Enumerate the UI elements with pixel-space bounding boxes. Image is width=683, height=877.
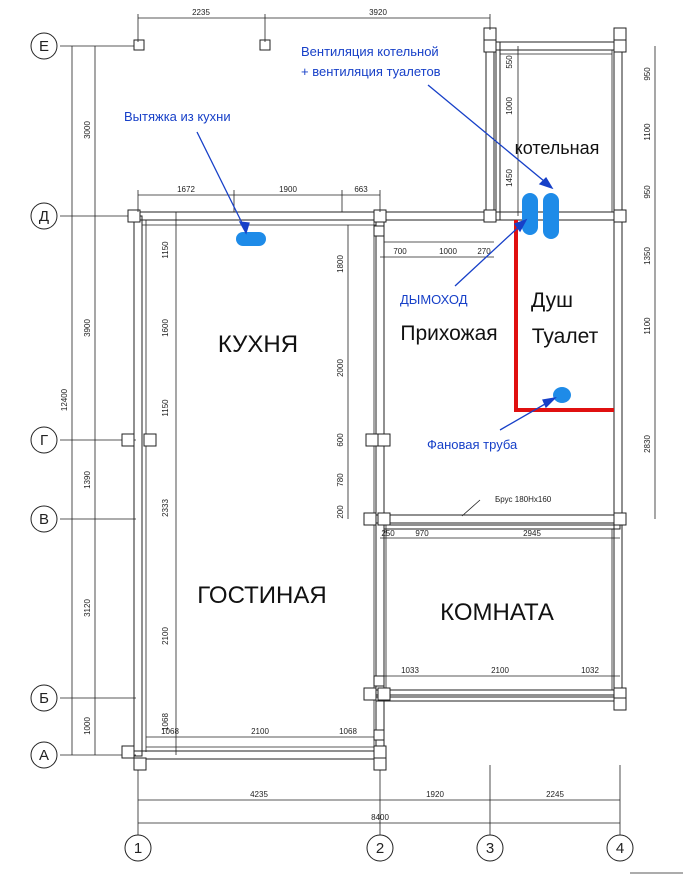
room-living: ГОСТИНАЯ [197, 582, 326, 609]
dim-text: 1068 [161, 727, 179, 736]
room-toilet: Туалет [532, 325, 599, 348]
dim-text: 1150 [161, 399, 170, 417]
dim-text: 1390 [83, 471, 92, 489]
dim-text: 1000 [439, 247, 457, 256]
vent-label-line2: + вентиляция туалетов [301, 64, 441, 79]
dim-text: 600 [336, 433, 345, 447]
axis-letter-v: В [30, 505, 58, 533]
dim-text: 1033 [401, 666, 419, 675]
chimney-label: ДЫМОХОД [400, 292, 468, 307]
dim-text: 2100 [251, 727, 269, 736]
dim-text: 950 [643, 67, 652, 81]
dim-text: 2100 [491, 666, 509, 675]
axis-number-3: 3 [476, 834, 504, 862]
dim-text: 1800 [336, 255, 345, 273]
axis-letter-b: Б [30, 684, 58, 712]
axis-label: 2 [376, 840, 384, 857]
drain-label: Фановая труба [427, 437, 518, 452]
axis-number-1: 1 [124, 834, 152, 862]
dim-text: 4235 [250, 790, 268, 799]
axis-label: 1 [134, 840, 142, 857]
annotation-arrows [196, 84, 557, 431]
dim-text: 1100 [643, 123, 652, 141]
room-bedroom: КОМНАТА [440, 599, 554, 626]
axis-label: А [39, 747, 49, 764]
dim-text: 2235 [192, 8, 210, 17]
dimension-lines [71, 14, 656, 824]
walls [121, 27, 627, 771]
room-hallway: Прихожая [400, 322, 497, 345]
axis-letter-a: А [30, 741, 58, 769]
axis-number-4: 4 [606, 834, 634, 862]
axis-letter-d: Д [30, 202, 58, 230]
vent-label-line1: Вентиляция котельной [301, 44, 439, 59]
dim-text: 1000 [83, 717, 92, 735]
dim-text: 3000 [83, 121, 92, 139]
dim-text: 970 [415, 529, 429, 538]
kitchen-hood-pipe [236, 232, 266, 246]
dim-text: 3120 [83, 599, 92, 617]
axis-number-2: 2 [366, 834, 394, 862]
dim-text: 1450 [505, 169, 514, 187]
room-shower: Душ [531, 289, 573, 312]
axis-label: 4 [616, 840, 624, 857]
dim-text: 550 [505, 55, 514, 69]
dim-text: 663 [354, 185, 368, 194]
chimney-pipe [522, 193, 538, 235]
axis-label: Г [40, 432, 48, 449]
dim-text: 950 [643, 185, 652, 199]
dim-text: 3920 [369, 8, 387, 17]
dim-text: 700 [393, 247, 407, 256]
axis-label: 3 [486, 840, 494, 857]
dim-text: 270 [477, 247, 491, 256]
room-kitchen: КУХНЯ [218, 331, 298, 358]
dim-text: 8400 [371, 813, 389, 822]
drain-pipe [553, 387, 571, 403]
dim-text: 3900 [83, 319, 92, 337]
axis-label: Е [39, 38, 49, 55]
dim-text: 1920 [426, 790, 444, 799]
axis-label: Б [39, 690, 49, 707]
dim-text: 1600 [161, 319, 170, 337]
dim-text: 1100 [643, 317, 652, 335]
kitchen-hood-label: Вытяжка из кухни [124, 109, 231, 124]
dim-text: 1900 [279, 185, 297, 194]
vent-pipe [543, 193, 559, 239]
dim-text: 2245 [546, 790, 564, 799]
bathroom-partition [514, 220, 614, 412]
dim-text: 780 [336, 473, 345, 487]
dim-text: 2100 [161, 627, 170, 645]
dim-text: 1000 [505, 97, 514, 115]
room-boiler: котельная [515, 138, 600, 158]
dim-text: 1672 [177, 185, 195, 194]
dim-text: 1032 [581, 666, 599, 675]
dim-text: 2000 [336, 359, 345, 377]
dim-text: 250 [381, 529, 395, 538]
dim-text: 2830 [643, 435, 652, 453]
dim-text: 1150 [161, 241, 170, 259]
pipes [236, 193, 571, 403]
dim-text: 1350 [643, 247, 652, 265]
axis-letter-e: Е [30, 32, 58, 60]
axis-letter-g: Г [30, 426, 58, 454]
axis-label: Д [39, 208, 49, 225]
dim-text: 2945 [523, 529, 541, 538]
dim-text: 2333 [161, 499, 170, 517]
axis-lines [60, 45, 621, 836]
beam-label: Брус 180Нх160 [495, 495, 552, 504]
dimension-labels: 2235 3920 1672 1900 663 700 1000 270 250… [60, 8, 652, 822]
dim-text: 200 [336, 505, 345, 519]
dim-text: 1068 [339, 727, 357, 736]
dim-text: 1068 [161, 713, 170, 731]
axis-label: В [39, 511, 49, 528]
dim-text: 12400 [60, 388, 69, 411]
